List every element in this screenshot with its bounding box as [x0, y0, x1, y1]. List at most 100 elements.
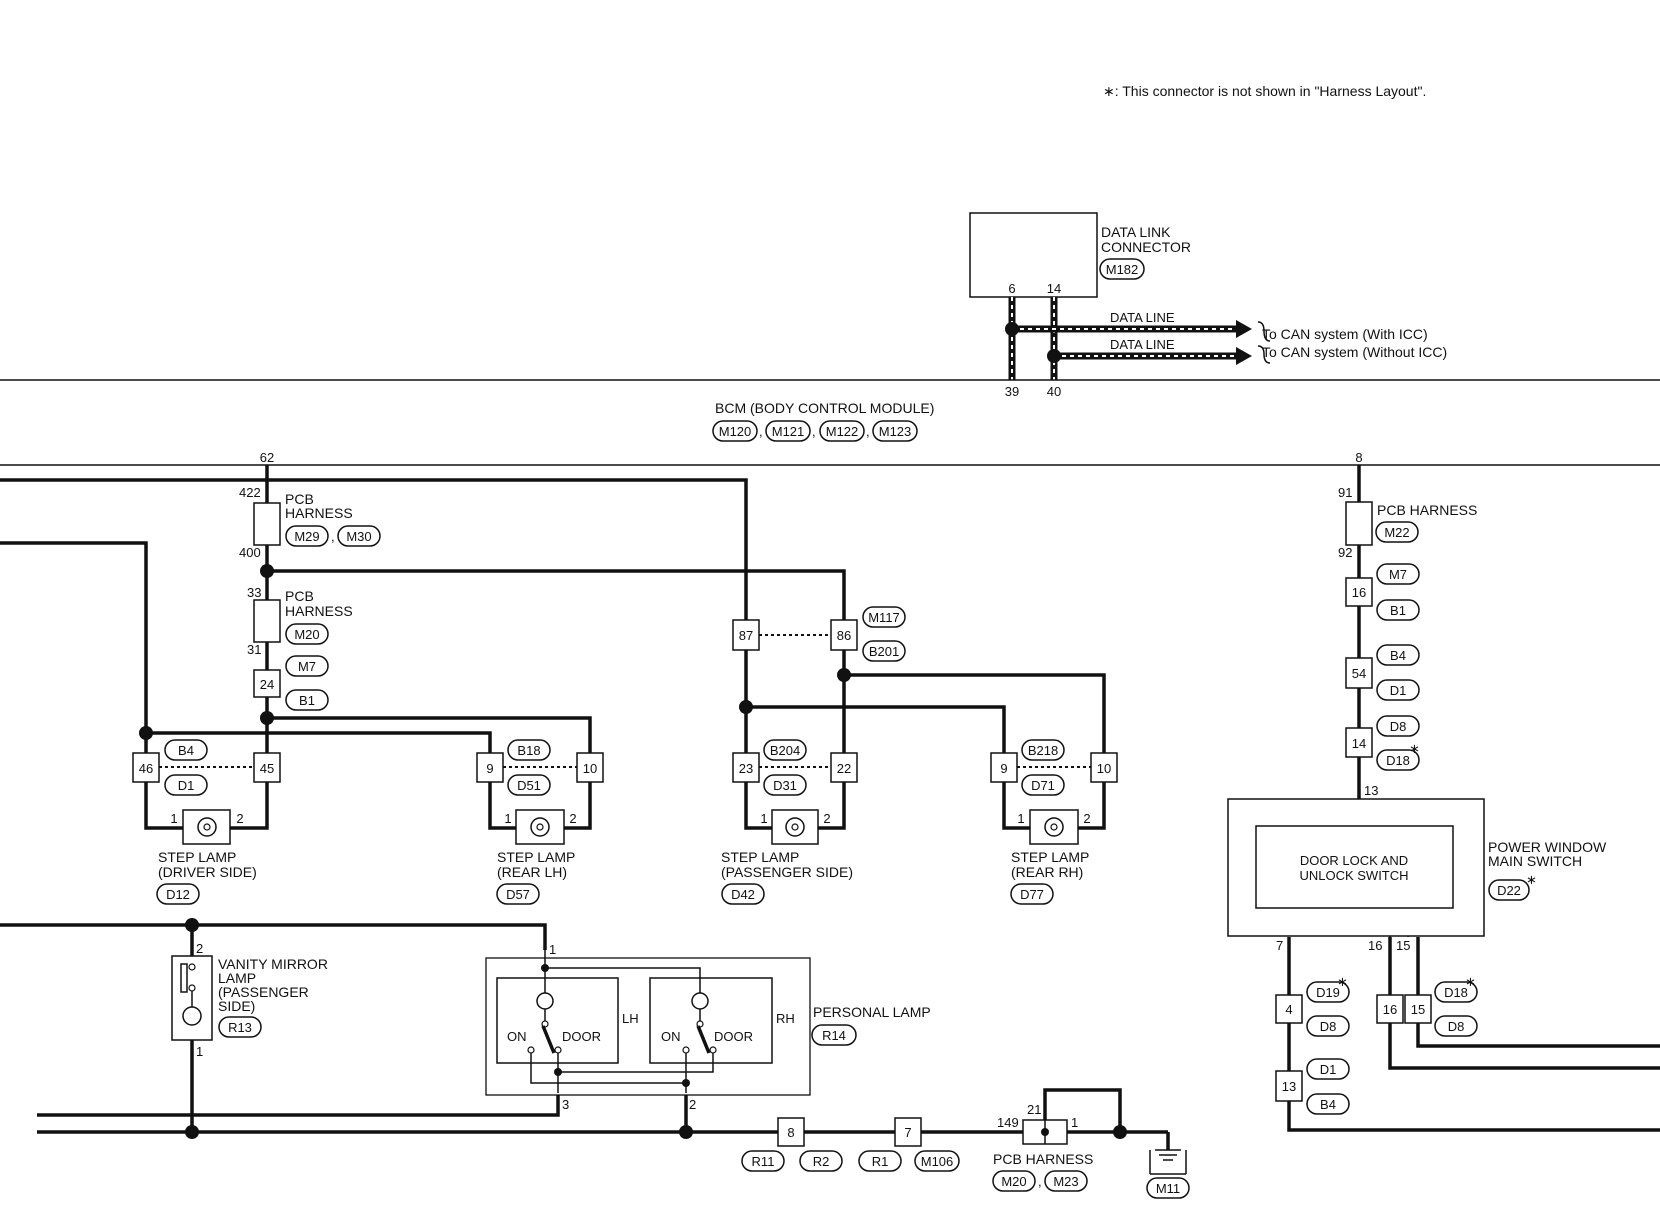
svg-text:15: 15: [1411, 1002, 1425, 1017]
svg-text:R11: R11: [752, 1154, 775, 1169]
personal-lamp-name: PERSONAL LAMP: [813, 1004, 931, 1020]
svg-text:M7: M7: [1389, 567, 1407, 582]
pw-pin-16: 16: [1368, 938, 1382, 953]
joint-86: 86: [837, 628, 851, 643]
joint-4-right: 4 D19 ∗ D8: [1275, 974, 1350, 1037]
joint-87-box: [732, 619, 760, 651]
svg-text:,: ,: [812, 424, 816, 439]
svg-text:D31: D31: [773, 778, 797, 793]
svg-text:M123: M123: [879, 424, 912, 439]
bcm-pin-39: 39: [1005, 384, 1019, 399]
svg-text:14: 14: [1352, 736, 1366, 751]
svg-text:2: 2: [236, 811, 243, 826]
svg-text:M11: M11: [1156, 1181, 1180, 1196]
svg-text:D71: D71: [1031, 778, 1055, 793]
svg-text:ON: ON: [507, 1029, 527, 1044]
svg-text:54: 54: [1352, 666, 1366, 681]
joint-13-right: 13 D1 B4: [1275, 1058, 1350, 1115]
can-lines: [1005, 297, 1271, 380]
svg-text:1: 1: [1017, 811, 1024, 826]
svg-text:∗: ∗: [1409, 741, 1420, 756]
svg-text:M7: M7: [298, 659, 316, 674]
svg-text:24: 24: [260, 677, 274, 692]
personal-lamp-connector-ref: R14: [811, 1024, 857, 1046]
svg-text:B4: B4: [178, 743, 194, 758]
pcb-harness-b-fuse: [253, 599, 281, 643]
pcb-c-pin-bot: 92: [1338, 545, 1352, 560]
svg-text:D18: D18: [1386, 753, 1410, 768]
door-lock-unlock-switch-box: [1255, 825, 1454, 909]
svg-text:D1: D1: [1390, 683, 1407, 698]
bcm-name: BCM (BODY CONTROL MODULE): [715, 400, 934, 416]
data-line-label-1: DATA LINE: [1110, 310, 1175, 325]
joint-24-refs: M7 B1: [285, 655, 329, 711]
ground-icon: [1149, 1149, 1187, 1175]
pw-pin-13: 13: [1364, 783, 1378, 798]
svg-text:45: 45: [260, 761, 274, 776]
pw-pin-7: 7: [1276, 938, 1283, 953]
svg-text:22: 22: [837, 761, 851, 776]
svg-text:M182: M182: [1106, 262, 1139, 277]
svg-text:LH: LH: [622, 1011, 639, 1026]
svg-text:4: 4: [1285, 1002, 1292, 1017]
pcb-b-pin-bot: 31: [247, 642, 261, 657]
svg-text:B218: B218: [1028, 743, 1058, 758]
svg-text:(REAR RH): (REAR RH): [1011, 864, 1083, 880]
svg-text:9: 9: [486, 761, 493, 776]
door-lock-line1: DOOR LOCK AND: [1300, 853, 1408, 868]
svg-text:16: 16: [1383, 1002, 1397, 1017]
svg-text:∗: ∗: [1526, 872, 1537, 887]
step-lamp-driver-side: 1 2 STEP LAMP (DRIVER SIDE) D12: [156, 809, 257, 905]
svg-text:DOOR: DOOR: [562, 1029, 601, 1044]
joint-86-refs: M117 B201: [862, 606, 906, 662]
svg-text:D42: D42: [731, 887, 755, 902]
pcb-c-name: PCB HARNESS: [1377, 502, 1477, 518]
svg-text:M22: M22: [1384, 525, 1409, 540]
vanity-line3: (PASSENGER: [218, 984, 309, 1000]
door-lock-line2: UNLOCK SWITCH: [1299, 868, 1408, 883]
svg-text:R14: R14: [822, 1028, 846, 1043]
to-can-without-icc: To CAN system (Without ICC): [1262, 344, 1447, 360]
svg-text:D8: D8: [1448, 1019, 1465, 1034]
svg-text:M106: M106: [921, 1154, 954, 1169]
svg-text:B201: B201: [869, 644, 899, 659]
svg-text:M20: M20: [1001, 1174, 1026, 1189]
svg-text:2: 2: [689, 1097, 696, 1112]
svg-text:ON: ON: [661, 1029, 681, 1044]
svg-text:D19: D19: [1316, 985, 1340, 1000]
svg-text:1: 1: [170, 811, 177, 826]
svg-text:1: 1: [504, 811, 511, 826]
svg-text:9: 9: [1000, 761, 1007, 776]
svg-text:2: 2: [823, 811, 830, 826]
svg-text:2: 2: [196, 941, 203, 956]
svg-text:M29: M29: [294, 529, 319, 544]
svg-text:D57: D57: [506, 887, 530, 902]
pcb-d-connector-refs: M20 , M23: [992, 1170, 1088, 1192]
personal-lamp: ON DOOR ON DOOR LH RH 1 2 3: [485, 942, 811, 1112]
svg-text:10: 10: [1097, 761, 1111, 776]
svg-text:D77: D77: [1020, 887, 1044, 902]
step-lamp-passenger-side: 1 2 STEP LAMP (PASSENGER SIDE) D42: [721, 809, 853, 905]
pw-connector-ref: D22 ∗: [1488, 872, 1537, 901]
svg-text:STEP LAMP: STEP LAMP: [1011, 849, 1089, 865]
svg-text:B4: B4: [1320, 1097, 1336, 1112]
joint-54-right: 54 B4 D1: [1345, 644, 1420, 701]
joint-16-15-right: 16 15 D18 ∗ D8: [1376, 974, 1478, 1037]
left-wiring: [0, 465, 1106, 830]
svg-text:B18: B18: [517, 743, 540, 758]
pcb-a-pin-top: 422: [239, 485, 261, 500]
joint-pair-9-10-lh: 9 10 B18 D51: [476, 739, 604, 796]
data-link-connector-box: [969, 212, 1098, 298]
svg-text:21: 21: [1027, 1102, 1041, 1117]
svg-text:7: 7: [904, 1125, 911, 1140]
svg-text:D1: D1: [178, 778, 195, 793]
joint-16-right: 16 M7 B1: [1345, 563, 1420, 621]
to-can-with-icc: To CAN system (With ICC): [1262, 326, 1428, 342]
svg-text:STEP LAMP: STEP LAMP: [158, 849, 236, 865]
svg-text:R13: R13: [228, 1020, 252, 1035]
joint-8: 8 R11 R2: [741, 1117, 843, 1172]
svg-text:,: ,: [331, 529, 335, 544]
joint-86-box: [830, 619, 858, 651]
svg-text:STEP LAMP: STEP LAMP: [497, 849, 575, 865]
